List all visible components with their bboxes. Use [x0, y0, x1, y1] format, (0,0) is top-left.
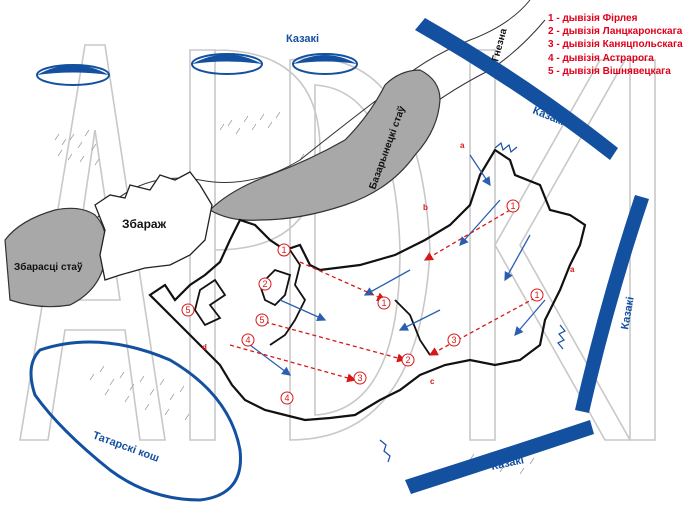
svg-text:1: 1	[381, 298, 386, 308]
svg-text:3: 3	[451, 335, 456, 345]
zbarazh-pond	[4, 207, 107, 308]
svg-text:1: 1	[281, 245, 286, 255]
legend-item-4: 4 - дывізія Астрарога	[548, 52, 654, 64]
zbarazh-town	[94, 171, 213, 281]
cossack-arcs	[405, 18, 649, 494]
cossacks-label-right: Казакі	[619, 296, 637, 331]
legend-item-1: 1 - дывізія Фірлея	[548, 13, 638, 24]
svg-text:b: b	[423, 203, 428, 212]
svg-text:a: a	[570, 265, 575, 274]
svg-text:5: 5	[185, 305, 190, 315]
legend: 1 - дывізія Фірлея 2 - дывізія Ланцкарон…	[548, 12, 698, 78]
tatar-camp-outline	[29, 340, 242, 502]
svg-text:c: c	[430, 377, 435, 386]
cossacks-label-top: Казакі	[286, 33, 319, 45]
camp-fortification	[148, 148, 587, 422]
zbarazh-pond-label: Збарасці стаў	[14, 261, 83, 273]
cossack-ellipses	[36, 53, 358, 86]
tatar-camp-label: Татарскі кош	[91, 430, 161, 465]
svg-text:4: 4	[245, 335, 250, 345]
cossack-arrows	[249, 154, 546, 376]
svg-text:1: 1	[534, 290, 539, 300]
letter-markers: a a b c d	[202, 141, 575, 386]
svg-text:2: 2	[262, 279, 267, 289]
division-marker-numbers: 1 1 1 2 2 3 3 5 1 5 4 4	[185, 201, 539, 403]
legend-item-2: 2 - дывізія Ланцкаронскага	[548, 26, 683, 38]
svg-text:3: 3	[357, 373, 362, 383]
zbarazh-label: Збараж	[122, 217, 167, 231]
svg-text:4: 4	[284, 393, 289, 403]
svg-text:a: a	[460, 141, 465, 150]
svg-text:2: 2	[405, 355, 410, 365]
legend-item-5: 5 - дывізія Вішнявецкага	[548, 65, 671, 77]
division-moves	[229, 209, 536, 383]
inner-lines	[194, 249, 431, 356]
svg-text:1: 1	[510, 201, 515, 211]
trench-zigzags	[379, 141, 566, 463]
terrain-hatching	[54, 111, 535, 475]
bazarynets-pond	[209, 69, 441, 221]
division-markers	[181, 199, 544, 405]
legend-item-3: 3 - дывізія Каняцпольскага	[548, 39, 683, 51]
svg-text:5: 5	[259, 315, 264, 325]
svg-text:d: d	[202, 343, 207, 352]
